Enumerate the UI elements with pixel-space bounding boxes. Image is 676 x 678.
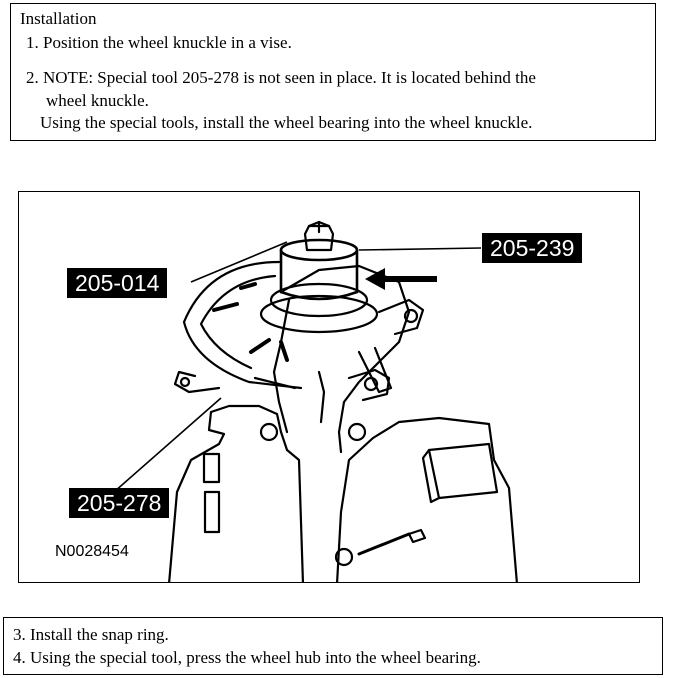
step-3-text: 3. Install the snap ring. bbox=[13, 625, 169, 644]
callout-205-278: 205-278 bbox=[69, 488, 170, 518]
step-1-text: 1. Position the wheel knuckle in a vise. bbox=[26, 33, 292, 52]
figure-illustration: 205-239 205-014 205-278 N0028454 bbox=[18, 191, 640, 583]
callout-205-014: 205-014 bbox=[67, 268, 168, 298]
figure-id-label: N0028454 bbox=[55, 543, 129, 560]
step-2-instruction: Using the special tools, install the whe… bbox=[40, 113, 533, 132]
step-2-note-line-2: wheel knuckle. bbox=[46, 91, 149, 110]
callout-205-239: 205-239 bbox=[482, 233, 583, 263]
continuation-steps-box: 3. Install the snap ring. 4. Using the s… bbox=[3, 617, 663, 675]
installation-heading: Installation bbox=[20, 9, 97, 28]
installation-steps-box: Installation 1. Position the wheel knuck… bbox=[10, 3, 656, 141]
step-4-text: 4. Using the special tool, press the whe… bbox=[13, 648, 481, 667]
step-2-note-line-1: 2. NOTE: Special tool 205-278 is not see… bbox=[26, 68, 536, 87]
wheel-knuckle-drawing bbox=[113, 220, 518, 582]
